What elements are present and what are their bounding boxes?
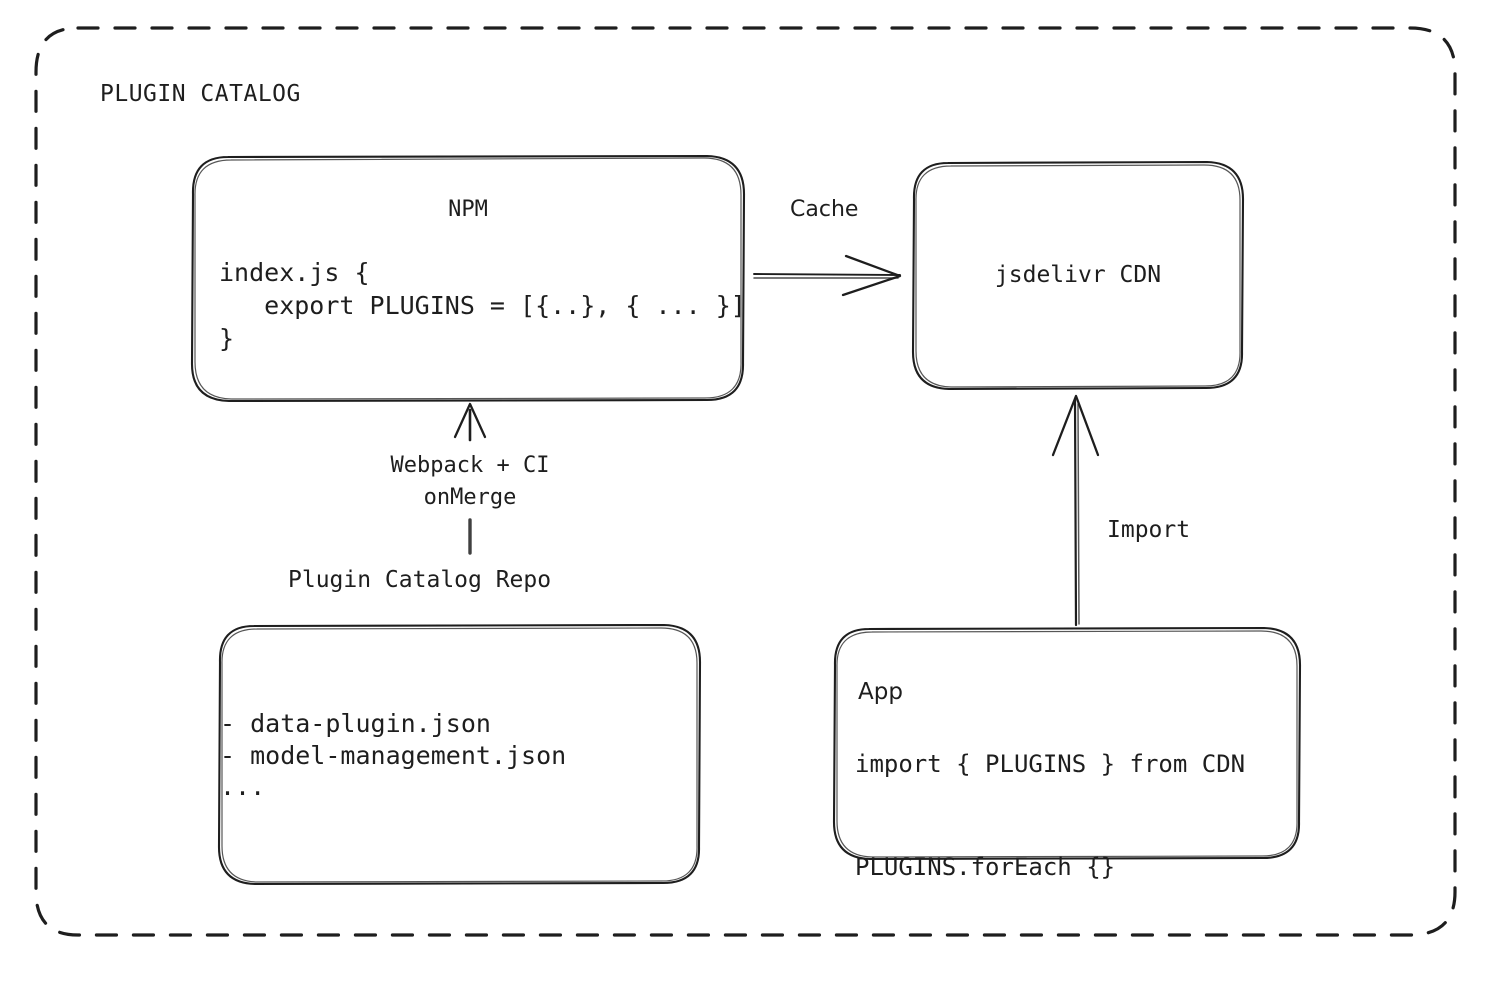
app-node-code: import { PLUGINS } from CDN PLUGINS.forE… (855, 750, 1246, 882)
npm-node-title: NPM (448, 197, 488, 222)
cdn-box-stroke-1 (911, 160, 1245, 391)
app-box-stroke-2 (836, 630, 1298, 858)
cdn-node-title: jsdelivr CDN (994, 262, 1162, 288)
edge-label-cache: Cache (790, 197, 859, 222)
repo-box-stroke-1 (217, 623, 702, 886)
edge-app-to-cdn-arrowhead (1051, 394, 1100, 457)
edge-app-to-cdn-line-2 (1077, 403, 1080, 625)
repo-node-file-list: - data-plugin.json - model-management.js… (220, 709, 567, 801)
npm-box-stroke-1 (190, 154, 746, 403)
app-box-stroke-1 (832, 626, 1302, 861)
repo-box-stroke-2 (221, 627, 698, 883)
repo-node-label: Plugin Catalog Repo (288, 567, 552, 593)
edge-label-webpack-ci: Webpack + CI onMerge (390, 453, 550, 510)
edge-label-import: Import (1107, 517, 1191, 543)
cdn-box-stroke-2 (915, 164, 1241, 388)
plugin-catalog-container-border (34, 26, 1457, 937)
edge-npm-to-cdn-line (753, 273, 901, 276)
page-title: PLUGIN CATALOG (100, 81, 301, 107)
edge-repo-to-npm-arrowhead (453, 402, 487, 439)
edge-npm-to-cdn-arrowhead (841, 254, 902, 297)
edge-app-to-cdn-line (1073, 398, 1078, 627)
npm-box-stroke-2 (194, 157, 742, 400)
npm-node-code: index.js { export PLUGINS = [{..}, { ...… (219, 258, 746, 353)
app-node-title: App (858, 679, 903, 705)
